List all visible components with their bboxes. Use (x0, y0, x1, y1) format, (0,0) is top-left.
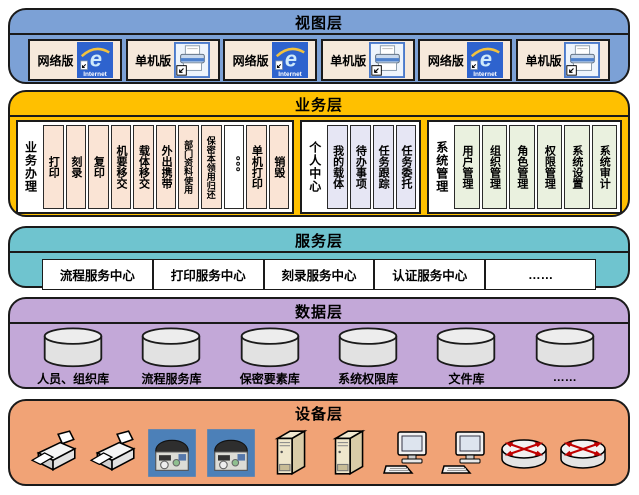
service-items: 流程服务中心 打印服务中心 刻录服务中心 认证服务中心 …… (10, 253, 628, 290)
database-cylinder-icon (43, 327, 103, 368)
view-item-label: 网络版 (232, 53, 269, 68)
view-item-network: 网络版 e Internet (28, 39, 122, 81)
view-item-standalone: 单机版 (125, 39, 220, 81)
view-item-standalone: 单机版 (320, 39, 415, 81)
view-item-network: 网络版 e Internet (223, 39, 318, 81)
business-layer: 业务层 业务办理 打印 刻录 复印 机要移交 载体移交 外出携带 部门资料使用 … (8, 90, 630, 217)
business-item: 系统设置 (564, 125, 590, 209)
business-item: 销毁 (268, 125, 290, 209)
view-item-label: 网络版 (37, 53, 74, 68)
device-row (10, 424, 628, 479)
database-label: 流程服务库 (141, 372, 202, 386)
business-item: 角色管理 (509, 125, 535, 209)
printer-shortcut-icon (564, 42, 601, 78)
internet-explorer-icon: e Internet (76, 42, 113, 78)
database: 人员、组织库 (24, 327, 122, 387)
business-group-personal: 个人中心 我的载体 待办事项 任务跟踪 任务委托 (300, 120, 422, 214)
business-group-label: 系统管理 (434, 141, 449, 193)
service-center: 认证服务中心 (374, 259, 486, 290)
printer-icon (89, 430, 136, 471)
view-item-label: 网络版 (427, 53, 464, 68)
service-center-ellipsis: …… (485, 259, 596, 290)
business-layer-title: 业务层 (10, 92, 628, 117)
business-item: 任务跟踪 (372, 125, 394, 209)
router-icon (559, 439, 606, 469)
database-row: 人员、组织库 流程服务库 保密要素库 (10, 324, 628, 387)
business-item: 我的载体 (327, 125, 349, 209)
device-layer: 设备层 (8, 399, 630, 486)
business-item: 系统审计 (591, 125, 617, 209)
database-label: 系统权限库 (338, 372, 399, 386)
business-item: 组织管理 (481, 125, 508, 209)
service-layer-title: 服务层 (10, 228, 628, 253)
view-layer: 视图层 网络版 e Internet 单机版 (8, 8, 630, 84)
business-item: 部门资料使用 (178, 125, 199, 209)
business-group-label: 业务办理 (23, 141, 38, 193)
router-icon (501, 439, 547, 469)
view-item-standalone: 单机版 (515, 39, 610, 81)
business-item: 外出携带 (155, 125, 177, 209)
business-item: 单机打印 (246, 125, 267, 209)
business-item: 复印 (88, 125, 109, 209)
business-item: 用户管理 (454, 125, 480, 209)
svg-text:Internet: Internet (473, 71, 497, 78)
service-center: 流程服务中心 (42, 259, 153, 290)
desktop-computer-icon (382, 431, 427, 474)
data-layer: 数据层 人员、组织库 流程服务库 (8, 297, 630, 389)
printer-icon (31, 430, 77, 471)
svg-text:e: e (285, 47, 297, 72)
view-item-label: 单机版 (525, 53, 562, 68)
database: 系统权限库 (319, 327, 417, 387)
server-tower-icon (274, 429, 308, 476)
database: 保密要素库 (221, 327, 319, 387)
internet-explorer-icon: e Internet (466, 42, 503, 78)
database-label: 人员、组织库 (37, 372, 110, 386)
svg-text:e: e (89, 47, 101, 72)
printer-shortcut-icon (174, 42, 211, 78)
view-item-label: 单机版 (135, 53, 172, 68)
view-layer-items: 网络版 e Internet 单机版 (10, 35, 628, 81)
database-cylinder-icon (338, 327, 398, 368)
business-item: 刻录 (65, 125, 87, 209)
database-ellipsis: …… (516, 327, 614, 387)
server-tower-icon (332, 429, 366, 476)
business-item: 机要移交 (110, 125, 132, 209)
database: 文件库 (417, 327, 515, 387)
database-cylinder-icon (535, 327, 595, 368)
business-item: 任务委托 (395, 125, 417, 209)
database-label: 保密要素库 (239, 372, 300, 386)
desktop-computer-icon (441, 431, 486, 474)
business-item: 保密本领用归还 (200, 125, 222, 209)
business-group-label: 个人中心 (307, 141, 322, 193)
business-item: 权限管理 (536, 125, 563, 209)
svg-text:e: e (480, 47, 492, 72)
view-item-network: 网络版 e Internet (418, 39, 513, 81)
internet-explorer-icon: e Internet (271, 42, 308, 78)
database-cylinder-icon (142, 327, 201, 368)
database: 流程服务库 (122, 327, 220, 387)
service-center: 打印服务中心 (152, 259, 264, 290)
view-layer-title: 视图层 (10, 10, 628, 35)
business-group-system: 系统管理 用户管理 组织管理 角色管理 权限管理 系统设置 系统审计 (427, 120, 622, 214)
database-label: 文件库 (448, 372, 485, 386)
data-layer-title: 数据层 (10, 299, 628, 324)
disc-burner-icon (207, 429, 255, 477)
business-item: 待办事项 (350, 125, 371, 209)
database-label: …… (552, 370, 577, 384)
disc-burner-icon (148, 429, 197, 477)
device-layer-title: 设备层 (294, 406, 343, 423)
svg-text:Internet: Internet (278, 71, 302, 78)
view-item-label: 单机版 (330, 53, 367, 68)
printer-shortcut-icon (369, 42, 406, 78)
business-item: 打印 (43, 125, 64, 209)
business-group-handling: 业务办理 打印 刻录 复印 机要移交 载体移交 外出携带 部门资料使用 保密本领… (16, 120, 295, 214)
service-layer: 服务层 流程服务中心 打印服务中心 刻录服务中心 认证服务中心 …… (8, 226, 630, 290)
svg-text:Internet: Internet (83, 71, 107, 78)
service-center: 刻录服务中心 (263, 259, 375, 290)
database-cylinder-icon (240, 327, 300, 368)
business-groups: 业务办理 打印 刻录 复印 机要移交 载体移交 外出携带 部门资料使用 保密本领… (10, 117, 628, 214)
business-item-ellipsis: 。。。 (223, 125, 245, 209)
business-item: 载体移交 (133, 125, 154, 209)
database-cylinder-icon (437, 327, 496, 368)
